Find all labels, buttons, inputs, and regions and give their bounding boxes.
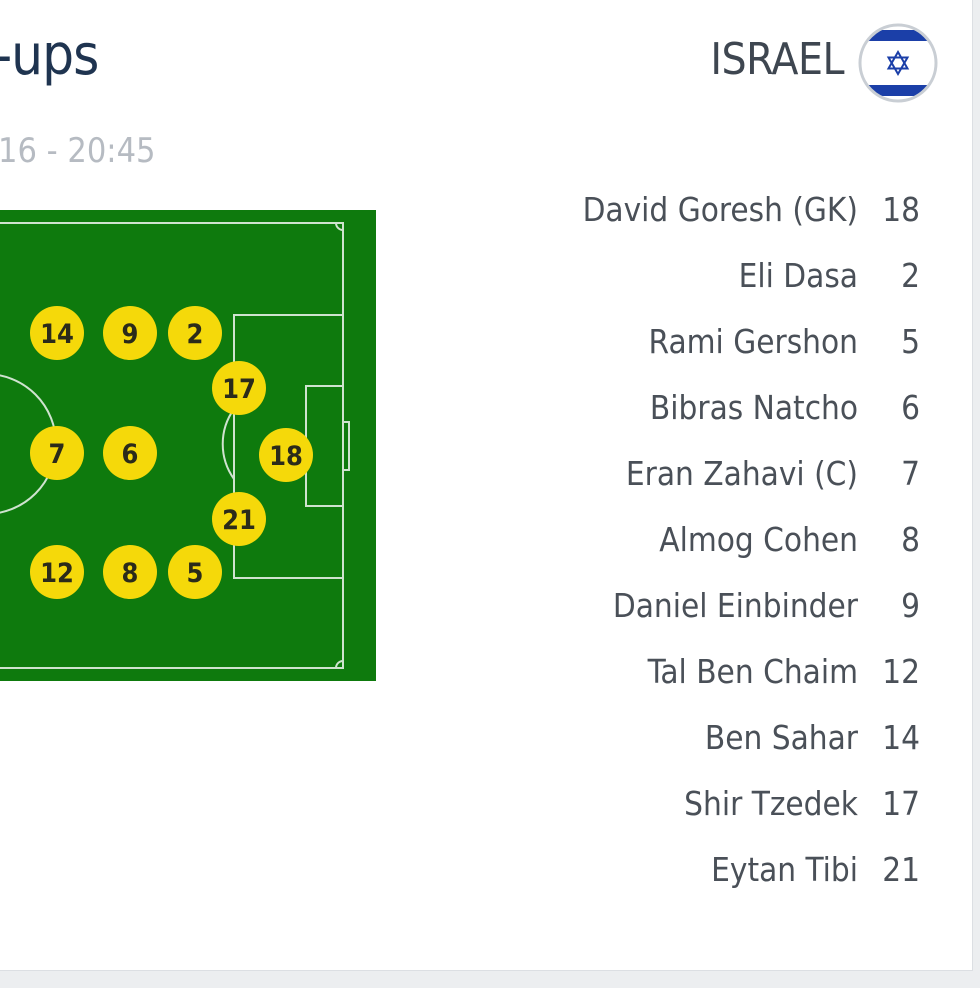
player-marker: 17 bbox=[212, 361, 266, 415]
player-name: Almog Cohen bbox=[659, 519, 858, 559]
player-name: Eytan Tibi bbox=[711, 849, 858, 889]
player-row: Eran Zahavi (C) 7 bbox=[520, 440, 920, 506]
player-marker-number: 12 bbox=[40, 558, 74, 589]
player-row: Tal Ben Chaim 12 bbox=[520, 638, 920, 704]
player-row: Bibras Natcho 6 bbox=[520, 374, 920, 440]
player-marker-number: 5 bbox=[187, 558, 204, 589]
player-row: Ben Sahar 14 bbox=[520, 704, 920, 770]
player-marker: 6 bbox=[103, 426, 157, 480]
corner-arc-top bbox=[335, 222, 344, 231]
player-marker-number: 7 bbox=[49, 439, 66, 470]
pitch-diagram: 14 9 2 17 7 6 18 21 bbox=[0, 210, 376, 681]
player-marker-number: 21 bbox=[222, 505, 256, 536]
player-list: David Goresh (GK) 18 Eli Dasa 2 Rami Gersh… bbox=[520, 176, 920, 902]
player-row: Eytan Tibi 21 bbox=[520, 836, 920, 902]
goal bbox=[342, 421, 350, 471]
player-number: 21 bbox=[882, 849, 920, 889]
team-name: ISRAEL bbox=[710, 34, 844, 85]
player-marker-number: 9 bbox=[122, 319, 139, 350]
player-row: Eli Dasa 2 bbox=[520, 242, 920, 308]
player-number: 7 bbox=[901, 453, 920, 493]
player-number: 14 bbox=[882, 717, 920, 757]
page-title: -ups bbox=[0, 23, 99, 88]
player-row: David Goresh (GK) 18 bbox=[520, 176, 920, 242]
player-number: 9 bbox=[901, 585, 920, 625]
player-name: Rami Gershon bbox=[648, 321, 858, 361]
player-marker-number: 6 bbox=[122, 439, 139, 470]
player-marker-number: 2 bbox=[187, 319, 204, 350]
player-name: David Goresh (GK) bbox=[582, 189, 858, 229]
player-marker: 9 bbox=[103, 306, 157, 360]
corner-arc-bottom bbox=[335, 660, 344, 669]
player-number: 5 bbox=[901, 321, 920, 361]
player-marker-number: 17 bbox=[222, 374, 256, 405]
player-name: Daniel Einbinder bbox=[612, 585, 858, 625]
player-number: 8 bbox=[901, 519, 920, 559]
player-number: 18 bbox=[882, 189, 920, 229]
player-row: Almog Cohen 8 bbox=[520, 506, 920, 572]
player-row: Rami Gershon 5 bbox=[520, 308, 920, 374]
player-marker: 18 bbox=[259, 428, 313, 482]
player-marker: 5 bbox=[168, 545, 222, 599]
player-name: Eran Zahavi (C) bbox=[625, 453, 858, 493]
player-number: 17 bbox=[882, 783, 920, 823]
player-name: Ben Sahar bbox=[704, 717, 858, 757]
player-number: 6 bbox=[901, 387, 920, 427]
match-datetime: 16 - 20:45 bbox=[0, 131, 156, 171]
player-marker: 8 bbox=[103, 545, 157, 599]
player-name: Eli Dasa bbox=[738, 255, 858, 295]
player-marker: 14 bbox=[30, 306, 84, 360]
israel-flag-icon bbox=[858, 23, 938, 103]
lineups-card: -ups 16 - 20:45 ISRAEL 14 bbox=[0, 0, 973, 971]
player-row: Daniel Einbinder 9 bbox=[520, 572, 920, 638]
player-name: Shir Tzedek bbox=[684, 783, 858, 823]
penalty-arc bbox=[221, 408, 235, 480]
player-marker: 7 bbox=[30, 426, 84, 480]
player-name: Bibras Natcho bbox=[649, 387, 858, 427]
player-marker: 21 bbox=[212, 492, 266, 546]
player-name: Tal Ben Chaim bbox=[647, 651, 858, 691]
player-number: 12 bbox=[882, 651, 920, 691]
player-marker-number: 8 bbox=[122, 558, 139, 589]
player-row: Shir Tzedek 17 bbox=[520, 770, 920, 836]
player-marker: 12 bbox=[30, 545, 84, 599]
player-marker-number: 18 bbox=[269, 441, 303, 472]
player-number: 2 bbox=[901, 255, 920, 295]
player-marker: 2 bbox=[168, 306, 222, 360]
player-marker-number: 14 bbox=[40, 319, 74, 350]
